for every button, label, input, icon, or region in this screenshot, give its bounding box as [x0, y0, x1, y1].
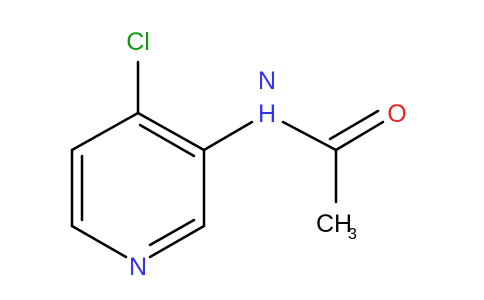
bond-carbonyl-o-double	[328, 109, 380, 141]
bond-c4-c3	[136, 111, 206, 152]
methyl-label: CH	[316, 210, 352, 238]
bond-c6-n1	[70, 224, 128, 259]
carbonyl-oxygen-label: O	[387, 100, 406, 128]
amide-hydrogen-label: H	[258, 100, 276, 128]
chlorine-label: Cl	[126, 28, 150, 56]
bond-carbonyl-o	[334, 120, 385, 152]
bond-c4-c5	[70, 111, 140, 152]
bond-n1-c2-double	[148, 218, 196, 247]
amide-nitrogen-label: N	[258, 67, 276, 95]
bond-c4-c3-double	[138, 123, 196, 158]
bond-n-carbonyl	[281, 120, 338, 152]
bond-n1-c2	[148, 224, 206, 259]
methyl-subscript: 3	[348, 226, 357, 243]
ring-nitrogen-label: N	[129, 253, 147, 281]
bond-c3-n	[202, 120, 254, 152]
